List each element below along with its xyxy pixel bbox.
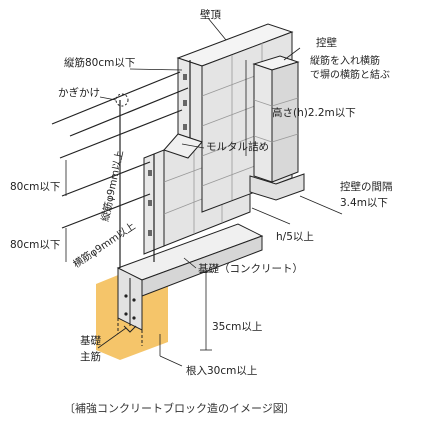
label-depth-35: 35cm以上 bbox=[212, 321, 262, 333]
label-h5: h/5以上 bbox=[276, 231, 314, 243]
label-height: 高さ(h)2.2m以下 bbox=[272, 106, 356, 119]
label-main-rebar: 主筋 bbox=[80, 350, 101, 363]
label-hook: かぎかけ bbox=[58, 86, 100, 99]
label-buttress-note-1: 縦筋を入れ横筋 bbox=[310, 54, 380, 67]
label-wall-top: 壁頂 bbox=[200, 8, 221, 21]
label-mortar-fill: モルタル詰め bbox=[206, 140, 269, 153]
foundation bbox=[116, 223, 264, 346]
dimension-lines bbox=[65, 17, 343, 367]
label-horizontal-spacing-upper: 80cm以下 bbox=[10, 181, 60, 193]
buttress bbox=[249, 55, 305, 201]
figure-caption: 〔補強コンクリートブロック造のイメージ図〕 bbox=[64, 401, 295, 415]
label-buttress-note-2: で塀の横筋と結ぶ bbox=[310, 68, 390, 81]
label-vertical-rebar-dia: 縦筋φ9mm以上 bbox=[98, 149, 126, 223]
label-vertical-rebar-spacing: 縦筋80cm以下 bbox=[64, 56, 135, 69]
horizontal-rebars bbox=[51, 71, 189, 268]
label-foundation: 基礎 bbox=[80, 334, 101, 347]
label-foundation-concrete: 基礎（コンクリート） bbox=[198, 262, 303, 275]
label-buttress-interval-value: 3.4m以下 bbox=[340, 197, 388, 209]
label-buttress: 控壁 bbox=[316, 36, 337, 49]
label-horizontal-spacing-lower: 80cm以下 bbox=[10, 239, 60, 251]
label-embed-30: 根入30cm以上 bbox=[186, 364, 257, 377]
hook-detail bbox=[115, 93, 129, 107]
label-horizontal-rebar-dia: 横筋φ9mm以上 bbox=[70, 219, 137, 270]
label-buttress-interval: 控壁の間隔 bbox=[340, 180, 393, 193]
